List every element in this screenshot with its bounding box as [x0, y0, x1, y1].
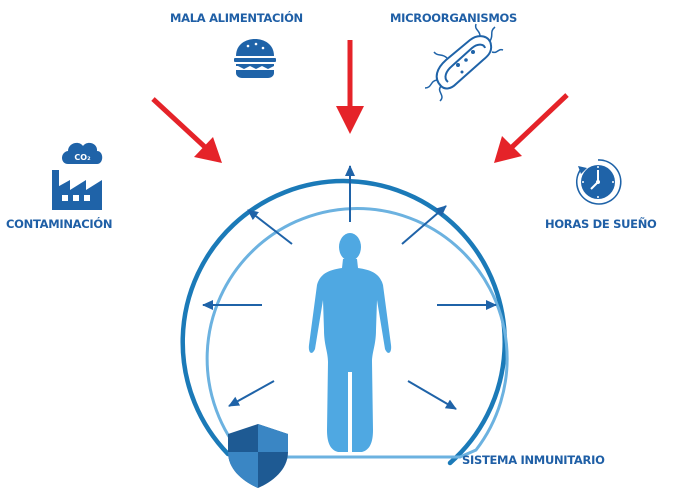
factory-icon — [52, 170, 102, 210]
outward-arrow-up-right — [401, 205, 447, 245]
co2-cloud-icon: CO₂ — [62, 142, 103, 164]
dome-inner-ring — [205, 207, 509, 459]
threat-arrows — [151, 40, 569, 163]
threat-arrow-right — [509, 93, 569, 150]
burger-icon — [234, 39, 276, 78]
outward-arrow-up-left — [247, 209, 293, 245]
outward-arrow-down-right — [407, 380, 457, 410]
threat-arrowhead-center — [336, 106, 364, 134]
outward-arrow-down-left — [228, 380, 275, 407]
co2-label: CO₂ — [74, 153, 91, 162]
outward-arrows — [202, 165, 497, 410]
label-mala-alimentacion: MALA ALIMENTACIÓN — [170, 11, 303, 25]
label-sistema-inmunitario: SISTEMA INMUNITARIO — [462, 453, 605, 467]
label-microorganismos: MICROORGANISMOS — [390, 11, 517, 25]
threat-arrowhead-right — [494, 136, 522, 163]
label-horas-de-sueno: HORAS DE SUEÑO — [545, 217, 657, 231]
human-figure-icon — [308, 233, 392, 452]
label-contaminacion: CONTAMINACIÓN — [6, 217, 113, 231]
threat-arrowhead-left — [194, 137, 222, 163]
clock-icon — [576, 159, 622, 205]
shield-icon — [228, 424, 288, 488]
threat-arrow-left — [151, 97, 208, 150]
bacteria-icon — [424, 23, 504, 102]
